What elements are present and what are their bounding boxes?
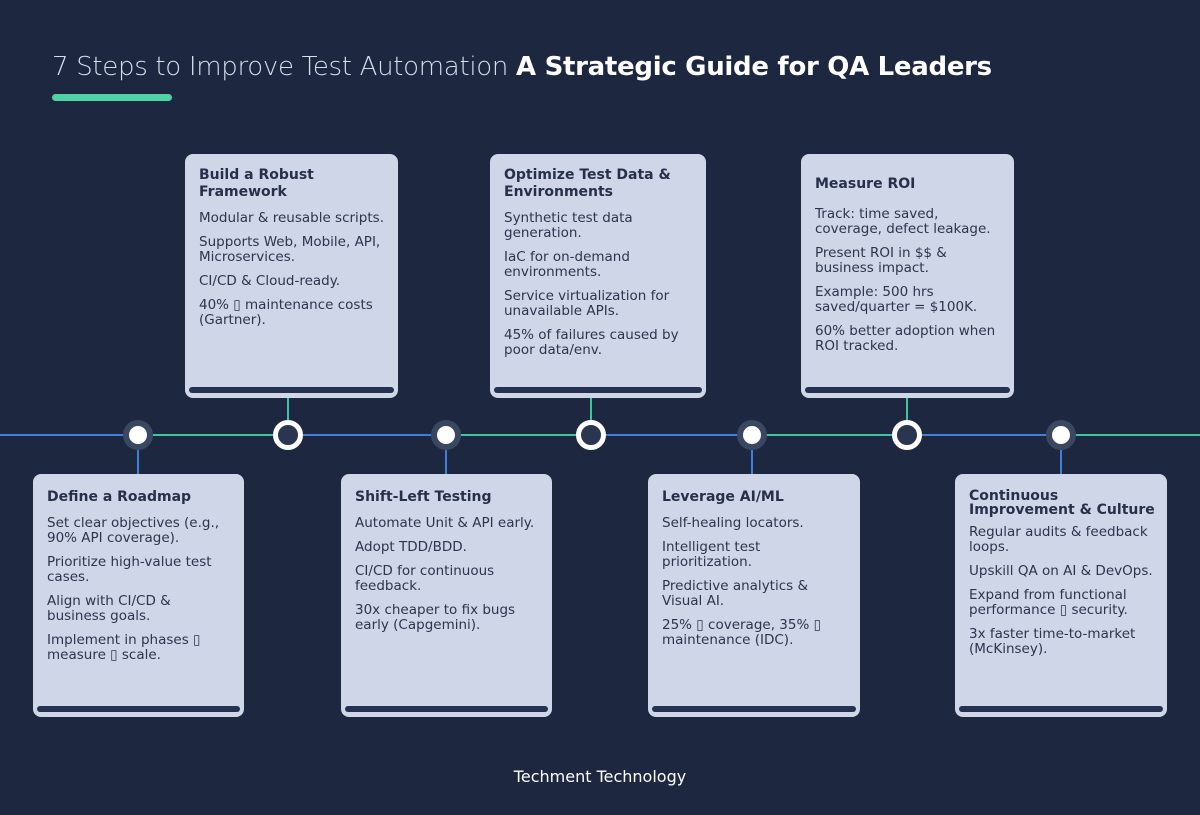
step-point: Adopt TDD/BDD. [355, 539, 467, 555]
step-card-7: Continuous Improvement & Culture Regular… [955, 474, 1167, 717]
step-point: Modular & reusable scripts. [199, 210, 384, 226]
timeline-node-1 [123, 420, 153, 450]
timeline-node-2 [273, 420, 303, 450]
timeline-node-3 [431, 420, 461, 450]
step-point: Automate Unit & API early. [355, 515, 535, 531]
stem-1 [137, 450, 139, 474]
stem-7 [1060, 450, 1062, 474]
card-bar [494, 387, 702, 393]
card-bar [805, 387, 1010, 393]
page-title: 7 Steps to Improve Test Automation A Str… [52, 52, 992, 82]
card-bar [959, 706, 1163, 712]
step-title: Build a Robust Framework [199, 167, 314, 200]
step-title: Continuous Improvement & Culture [969, 488, 1155, 518]
step-point: 25% ▯ coverage, 35% ▯ maintenance (IDC). [662, 617, 822, 648]
step-point: Example: 500 hrs saved/quarter = $100K. [815, 284, 978, 315]
timeline-node-6 [892, 420, 922, 450]
title-underline [52, 94, 172, 101]
step-point: CI/CD & Cloud-ready. [199, 273, 341, 289]
step-title: Leverage AI/ML [662, 489, 784, 505]
step-point: Predictive analytics & Visual AI. [662, 578, 808, 609]
step-point: CI/CD for continuous feedback. [355, 563, 495, 594]
title-light: 7 Steps to Improve Test Automation [52, 52, 509, 82]
step-card-6: Measure ROI Track: time saved, coverage,… [801, 154, 1014, 398]
step-point: Supports Web, Mobile, API, Microservices… [199, 234, 381, 265]
step-point: 3x faster time-to-market (McKinsey). [969, 626, 1136, 657]
step-point: Implement in phases ▯ measure ▯ scale. [47, 632, 201, 663]
card-bar [189, 387, 394, 393]
step-point: Service virtualization for unavailable A… [504, 288, 670, 319]
card-bar [37, 706, 240, 712]
step-title: Define a Roadmap [47, 489, 192, 505]
step-point: Self-healing locators. [662, 515, 804, 531]
step-point: Regular audits & feedback loops. [969, 524, 1148, 555]
timeline-line [0, 434, 1200, 437]
stem-2 [287, 398, 289, 420]
stem-4 [590, 398, 592, 420]
step-title: Measure ROI [815, 176, 916, 192]
footer-brand: Techment Technology [513, 767, 687, 786]
step-title: Shift-Left Testing [355, 489, 492, 505]
stem-6 [906, 398, 908, 420]
step-card-4: Optimize Test Data & Environments Synthe… [490, 154, 706, 398]
title-bold: A Strategic Guide for QA Leaders [516, 52, 992, 82]
card-bar [345, 706, 548, 712]
step-point: 60% better adoption when ROI tracked. [815, 323, 996, 354]
step-point: Track: time saved, coverage, defect leak… [815, 206, 991, 237]
step-point: Synthetic test data generation. [504, 210, 633, 241]
step-point: Upskill QA on AI & DevOps. [969, 563, 1153, 579]
timeline-node-5 [737, 420, 767, 450]
step-card-3: Shift-Left Testing Automate Unit & API e… [341, 474, 552, 717]
step-card-2: Build a Robust Framework Modular & reusa… [185, 154, 398, 398]
step-point: IaC for on-demand environments. [504, 249, 630, 280]
card-bar [652, 706, 856, 712]
stem-3 [445, 450, 447, 474]
step-point: Prioritize high-value test cases. [47, 554, 212, 585]
timeline-node-7 [1046, 420, 1076, 450]
stem-5 [751, 450, 753, 474]
step-point: 45% of failures caused by poor data/env. [504, 327, 679, 358]
step-title: Optimize Test Data & Environments [504, 167, 671, 200]
step-point: Intelligent test prioritization. [662, 539, 761, 570]
step-point: Align with CI/CD & business goals. [47, 593, 171, 624]
timeline-node-4 [576, 420, 606, 450]
step-card-1: Define a Roadmap Set clear objectives (e… [33, 474, 244, 717]
step-point: Present ROI in $$ & business impact. [815, 245, 947, 276]
step-point: 30x cheaper to fix bugs early (Capgemini… [355, 602, 516, 633]
step-point: Set clear objectives (e.g., 90% API cove… [47, 515, 220, 546]
step-card-5: Leverage AI/ML Self-healing locators. In… [648, 474, 860, 717]
step-point: Expand from functional performance ▯ sec… [969, 587, 1128, 618]
step-point: 40% ▯ maintenance costs (Gartner). [199, 297, 373, 328]
